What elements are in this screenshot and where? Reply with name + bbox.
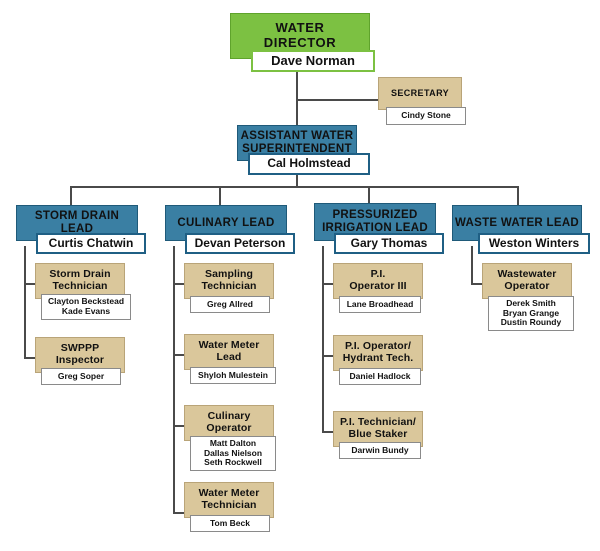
pressurized-irrigation-lead-title-line2: IRRIGATION LEAD: [322, 222, 428, 234]
water-meter-technician-names: Tom Beck: [190, 515, 270, 532]
storm-drain-technician-title-line1: Storm Drain: [49, 268, 111, 281]
connector-culinary-spine: [173, 246, 175, 513]
connector-storm-drain-spine: [24, 246, 26, 358]
water-meter-lead-names: Shyloh Mulestein: [190, 367, 276, 384]
pi-operator-hydrant-tech-names: Daniel Hadlock: [339, 368, 421, 385]
pi-operator-hydrant-tech-title: P.I. Operator/ Hydrant Tech.: [333, 335, 423, 371]
connector-bus-to-waste-water: [517, 186, 519, 205]
waste-water-lead-name: Weston Winters: [478, 233, 590, 254]
pi-technician-blue-staker-title-line1: P.I. Technician/: [340, 416, 416, 429]
pi-operator-hydrant-tech-title-line2: Hydrant Tech.: [342, 352, 414, 364]
water-meter-technician-title-line1: Water Meter: [198, 487, 260, 500]
connector-director-to-secretary: [296, 99, 380, 101]
connector-pi-branch-2: [322, 355, 334, 357]
assistant-title-line1: ASSISTANT WATER: [240, 130, 354, 143]
connector-culinary-branch-1: [173, 283, 185, 285]
pi-technician-blue-staker-title: P.I. Technician/ Blue Staker: [333, 411, 423, 447]
connector-storm-drain-branch-2: [24, 357, 36, 359]
connector-bus-to-storm-drain: [70, 186, 72, 205]
water-meter-lead-title-line1: Water Meter: [198, 339, 260, 352]
water-meter-technician-title: Water Meter Technician: [184, 482, 274, 518]
sampling-technician-title-line1: Sampling: [204, 268, 254, 281]
sampling-technician-title-line2: Technician: [201, 280, 257, 292]
connector-pi-branch-1: [322, 283, 334, 285]
swppp-inspector-title-line2: Inspector: [55, 354, 105, 366]
assistant-name: Cal Holmstead: [248, 153, 370, 175]
storm-drain-technician-title-line2: Technician: [52, 280, 108, 292]
culinary-operator-title-line2: Operator: [206, 422, 252, 434]
culinary-operator-names: Matt Dalton Dallas Nielson Seth Rockwell: [190, 436, 276, 471]
sampling-technician-title: Sampling Technician: [184, 263, 274, 299]
connector-lead-bus: [70, 186, 519, 188]
sampling-technician-names: Greg Allred: [190, 296, 270, 313]
connector-assistant-to-bus: [296, 175, 298, 187]
connector-culinary-branch-3: [173, 425, 185, 427]
swppp-inspector-names: Greg Soper: [41, 368, 121, 385]
wastewater-operator-title: Wastewater Operator: [482, 263, 572, 299]
waste-water-lead-title: WASTE WATER LEAD: [452, 205, 582, 241]
culinary-lead-name: Devan Peterson: [185, 233, 295, 254]
connector-bus-to-pressurized-irrigation: [368, 186, 370, 205]
secretary-name: Cindy Stone: [386, 107, 466, 125]
connector-waste-water-branch-1: [471, 283, 483, 285]
pi-operator-iii-title: P.I. Operator III: [333, 263, 423, 299]
swppp-inspector-title-line1: SWPPP: [60, 342, 100, 355]
pi-technician-blue-staker-names: Darwin Bundy: [339, 442, 421, 459]
connector-waste-water-spine: [471, 246, 473, 285]
pi-operator-iii-title-line1: P.I.: [370, 268, 386, 281]
connector-bus-to-culinary: [219, 186, 221, 205]
pi-operator-hydrant-tech-title-line1: P.I. Operator/: [345, 340, 411, 353]
pressurized-irrigation-lead-name: Gary Thomas: [334, 233, 444, 254]
water-meter-technician-title-line2: Technician: [201, 499, 257, 511]
water-director-title-line1: WATER: [275, 20, 325, 36]
water-director-title-line2: DIRECTOR: [263, 35, 337, 50]
pi-operator-iii-names: Lane Broadhead: [339, 296, 421, 313]
secretary-title: SECRETARY: [378, 77, 462, 110]
connector-culinary-branch-4: [173, 512, 185, 514]
connector-storm-drain-branch-1: [24, 283, 36, 285]
connector-pi-branch-3: [322, 431, 334, 433]
water-director-name: Dave Norman: [251, 50, 375, 72]
storm-drain-technician-names: Clayton Beckstead Kade Evans: [41, 294, 131, 320]
water-meter-lead-title: Water Meter Lead: [184, 334, 274, 370]
storm-drain-lead-name: Curtis Chatwin: [36, 233, 146, 254]
wastewater-operator-title-line2: Operator: [504, 280, 550, 292]
wastewater-operator-names: Derek Smith Bryan Grange Dustin Roundy: [488, 296, 574, 331]
assistant-title-line2: SUPERINTENDENT: [242, 143, 352, 155]
pi-operator-iii-title-line2: Operator III: [349, 280, 407, 292]
connector-culinary-branch-2: [173, 354, 185, 356]
pi-technician-blue-staker-title-line2: Blue Staker: [348, 428, 408, 440]
pressurized-irrigation-lead-title-line1: PRESSURIZED: [332, 209, 418, 222]
storm-drain-technician-title: Storm Drain Technician: [35, 263, 125, 299]
connector-pressurized-irrigation-spine: [322, 246, 324, 432]
culinary-operator-title-line1: Culinary: [207, 410, 251, 423]
wastewater-operator-title-line1: Wastewater: [497, 268, 557, 281]
water-meter-lead-title-line2: Lead: [216, 351, 242, 363]
